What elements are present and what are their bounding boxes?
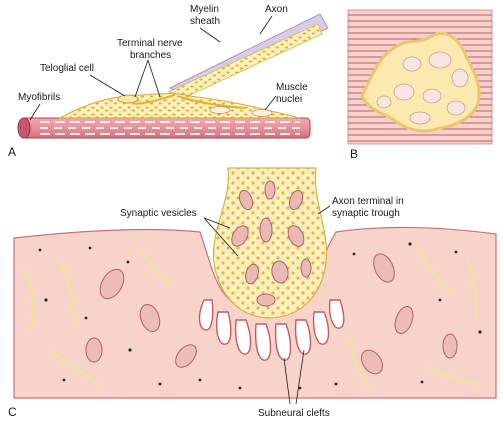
panel-label-a: A: [8, 145, 16, 159]
panel-c: Synaptic vesicles Axon terminal in synap…: [8, 167, 497, 419]
label-vesicles: Synaptic vesicles: [120, 208, 197, 219]
label-terminal-2: branches: [130, 50, 171, 61]
label-muscle-1: Muscle: [276, 82, 308, 93]
panel-label-b: B: [350, 147, 358, 161]
panel-b: B: [347, 9, 493, 161]
label-muscle-2: nuclei: [276, 94, 302, 105]
label-myelin-2: sheath: [190, 16, 220, 27]
muscle-granules: [38, 242, 482, 390]
label-terminal-1: Terminal nerve: [117, 38, 183, 49]
panel-b-cells: [376, 51, 469, 125]
muscle-nucleus-1: [209, 106, 231, 114]
label-axon: Axon: [265, 4, 288, 15]
label-myelin-1: Myelin: [190, 4, 219, 15]
subneural-clefts: [198, 299, 345, 361]
fiber-end: [17, 117, 31, 139]
terminal-branch-1: [134, 94, 176, 105]
terminal-mitochondria: [231, 180, 312, 307]
panel-label-c: C: [8, 405, 17, 419]
muscle-fibrils: [22, 248, 482, 392]
panel-c-pointers: [203, 205, 331, 405]
label-myofibrils: Myofibrils: [18, 92, 60, 103]
panel-a-pointers: [29, 15, 277, 121]
muscle-nucleus-2: [251, 109, 273, 117]
label-teloglial: Teloglial cell: [40, 63, 94, 74]
terminal-branch-2: [179, 96, 246, 109]
label-axon-terminal-2: synaptic trough: [332, 208, 400, 219]
label-clefts: Subneural clefts: [258, 408, 330, 419]
teloglial-cell: [117, 94, 139, 104]
panel-a: Myelin sheath Axon Terminal nerve branch…: [8, 4, 329, 159]
muscle-mitochondria: [85, 253, 458, 375]
fiber-striations: [40, 121, 300, 135]
label-axon-terminal-1: Axon terminal in: [332, 196, 404, 207]
